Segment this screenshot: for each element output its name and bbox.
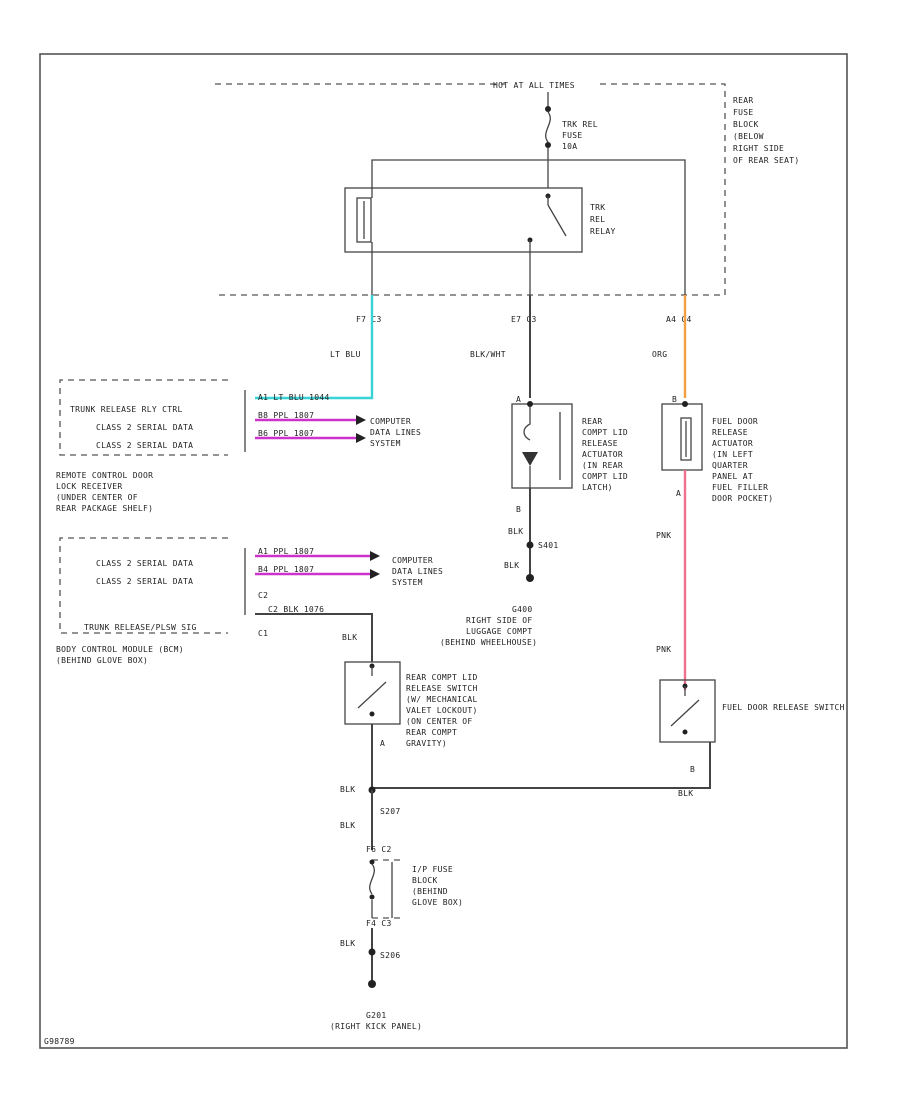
rcdlr-wire-tag-1: A1 LT BLU 1044: [258, 393, 330, 402]
conn-f4-c3: F4 C3: [366, 919, 392, 928]
lt-blu-label: LT BLU: [330, 350, 361, 359]
rcdlr-row-class2-a: CLASS 2 SERIAL DATA: [96, 423, 193, 432]
connector-e7-c3: E7 C3: [511, 315, 537, 324]
trunk-release-relay: [344, 187, 583, 253]
fuel-switch-contact: [670, 683, 700, 735]
bcm-wire-tag-2: B4 PPL 1807: [258, 565, 314, 574]
rear-fuse-block-label: REAR FUSE BLOCK (BELOW RIGHT SIDE OF REA…: [733, 96, 800, 165]
blk-label-5: BLK: [340, 785, 355, 794]
conn-f6-c2: F6 C2: [366, 845, 392, 854]
ground-g201: [368, 980, 376, 988]
splice-s206-label: S206: [380, 951, 400, 960]
bcm-blk-wire: [255, 613, 373, 662]
connector-a4-c4: A4 C4: [666, 315, 692, 324]
fuel-actuator-pin-a: A: [676, 489, 681, 498]
lt-blu-wire: [255, 295, 374, 400]
connector-f7-c3: F7 C3: [356, 315, 382, 324]
org-label: ORG: [652, 350, 667, 359]
ip-fuse-link: [369, 859, 393, 918]
rear-actuator-label: REAR COMPT LID RELEASE ACTUATOR (IN REAR…: [582, 417, 633, 492]
blk-label-3: BLK: [342, 633, 357, 642]
splice-s206: [368, 948, 376, 956]
rear-actuator-box: [511, 403, 573, 489]
rcdlr-wire-tag-3: B6 PPL 1807: [258, 429, 314, 438]
rcdlr-row-class2-b: CLASS 2 SERIAL DATA: [96, 441, 193, 450]
ground-g201-caption: G201 (RIGHT KICK PANEL): [330, 1011, 422, 1031]
bcm-row-trunk: TRUNK RELEASE/PLSW SIG: [84, 623, 197, 632]
diagram-frame: [39, 53, 848, 1049]
rear-switch-pin-a: A: [380, 739, 385, 748]
fuel-actuator-label: FUEL DOOR RELEASE ACTUATOR (IN LEFT QUAR…: [712, 417, 773, 503]
bcm-pin-c2: C2: [258, 591, 268, 600]
rear-actuator-pin-a: A: [516, 395, 521, 404]
fuel-switch-ground-wire: [372, 742, 711, 789]
pnk-label-1: PNK: [656, 531, 671, 540]
relay-feed-bus: [371, 159, 686, 295]
bcm-pin-c1: C1: [258, 629, 268, 638]
rcdlr-wire-tag-2: B8 PPL 1807: [258, 411, 314, 420]
relay-label: TRK REL RELAY: [590, 203, 616, 236]
bcm-arrow-2: [370, 569, 380, 579]
ground-g400: [526, 574, 534, 582]
blk-label-1: BLK: [508, 527, 523, 536]
blk-label-6: BLK: [340, 821, 355, 830]
trunk-release-fuse: [545, 92, 551, 160]
rcdlr-arrow-2: [356, 433, 366, 443]
rcdlr-arrow-1: [356, 415, 366, 425]
splice-s401-label: S401: [538, 541, 558, 550]
bcm-dest-label: COMPUTER DATA LINES SYSTEM: [392, 556, 448, 587]
ground-g400-caption: G400 RIGHT SIDE OF LUGGAGE COMPT (BEHIND…: [440, 605, 538, 647]
bcm-wire-tag-3: C2 BLK 1076: [268, 605, 324, 614]
rcdlr-caption: REMOTE CONTROL DOOR LOCK RECEIVER (UNDER…: [56, 471, 158, 513]
rear-switch-contact: [357, 663, 387, 717]
splice-s207-label: S207: [380, 807, 400, 816]
fuel-actuator-coil: [680, 417, 692, 461]
ip-fuse-block-outline: [372, 859, 400, 919]
rcdlr-row-trunk: TRUNK RELEASE RLY CTRL: [70, 405, 183, 414]
rear-switch-label: REAR COMPT LID RELEASE SWITCH (W/ MECHAN…: [406, 673, 483, 748]
trunk-release-fuse-label: TRK REL FUSE 10A: [562, 120, 603, 151]
blk-label-2: BLK: [504, 561, 519, 570]
bcm-wire-tag-1: A1 PPL 1807: [258, 547, 314, 556]
relay-contact: [527, 193, 567, 243]
bcm-caption: BODY CONTROL MODULE (BCM) (BEHIND GLOVE …: [56, 645, 189, 665]
fuse-block-outline: [215, 83, 726, 296]
rcdlr-dest-label: COMPUTER DATA LINES SYSTEM: [370, 417, 426, 448]
blk-label-4: BLK: [678, 789, 693, 798]
ip-fuse-block-label: I/P FUSE BLOCK (BEHIND GLOVE BOX): [412, 865, 463, 907]
bcm-row-class2-b: CLASS 2 SERIAL DATA: [96, 577, 193, 586]
blk-label-7: BLK: [340, 939, 355, 948]
fuel-switch-pin-b: B: [690, 765, 695, 774]
fuel-switch-box: [659, 679, 716, 743]
relay-coil: [356, 188, 373, 252]
fuel-switch-label: FUEL DOOR RELEASE SWITCH: [722, 703, 845, 712]
rear-actuator-pin-b: B: [516, 505, 521, 514]
rear-actuator-coil: [522, 407, 561, 488]
blk-wht-label: BLK/WHT: [470, 350, 506, 359]
splice-s401: [526, 541, 534, 549]
diagram-id: G98789: [44, 1037, 75, 1046]
pnk-label-2: PNK: [656, 645, 671, 654]
bcm-row-class2-a: CLASS 2 SERIAL DATA: [96, 559, 193, 568]
hot-at-all-times-label: HOT AT ALL TIMES: [493, 81, 575, 90]
bcm-arrow-1: [370, 551, 380, 561]
fuel-actuator-pin-b: B: [672, 395, 677, 404]
bcm-outline: [59, 537, 228, 634]
